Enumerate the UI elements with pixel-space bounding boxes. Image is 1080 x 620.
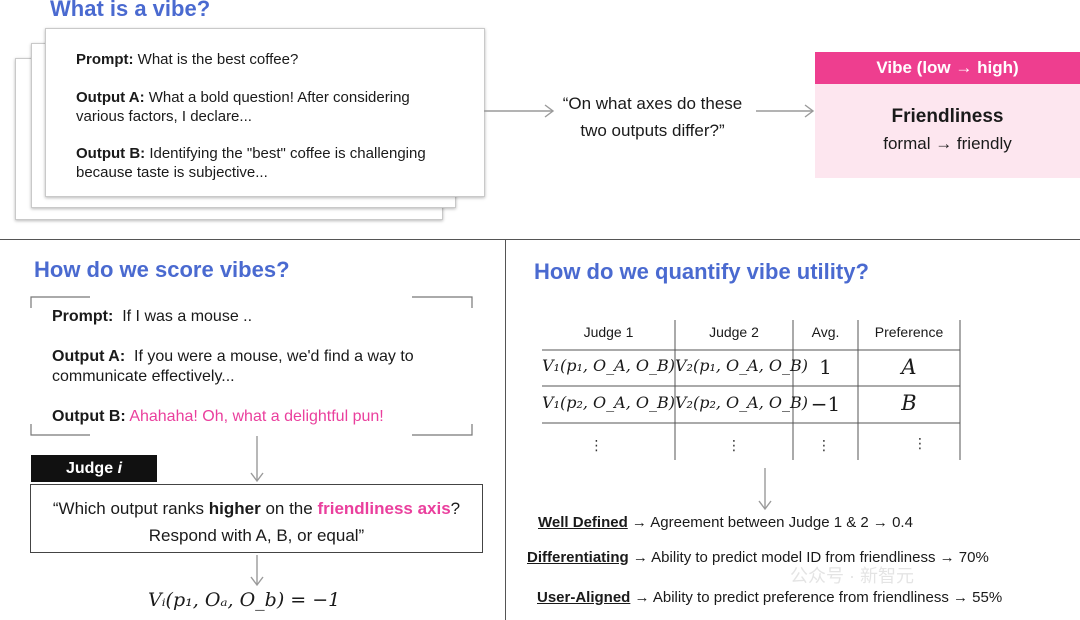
- criterion-well-defined-text: → Agreement between Judge 1 & 2 → 0.4: [627, 514, 913, 531]
- section-title-score-vibes: How do we score vibes?: [34, 257, 290, 282]
- axis-question: “On what axes do these two outputs diffe…: [540, 90, 765, 144]
- criterion-differentiating: Differentiating → Ability to predict mod…: [527, 549, 989, 566]
- criterion-differentiating-label: Differentiating: [527, 549, 629, 566]
- table-cell-r1-judge2: V₂(p₁, O_A, O_B): [675, 356, 808, 375]
- bracket-bottom-right: [412, 424, 473, 436]
- table-cell-r2-judge2: V₂(p₂, O_A, O_B): [675, 393, 808, 412]
- table-cell-r1-avg: 1: [819, 355, 832, 379]
- judge-question-line1: “Which output ranks higher on the friend…: [31, 499, 482, 519]
- vertical-divider: [505, 240, 506, 620]
- horizontal-divider: [0, 239, 1080, 240]
- section-title-what-is-vibe: What is a vibe?: [50, 0, 211, 21]
- mouse-output-a-label: Output A:: [52, 348, 126, 365]
- mouse-output-b: Output B: Ahahaha! Oh, what a delightful…: [52, 407, 384, 427]
- arrow-head-cards-to-question: [544, 104, 555, 118]
- table-cell-r1-preference: A: [901, 355, 917, 379]
- judge-q-pink: friendliness axis: [317, 499, 451, 518]
- coffee-output-b-label: Output B:: [76, 145, 146, 162]
- mouse-output-a-line1: If you were a mouse, we'd find a way to: [134, 348, 414, 365]
- arrow-head-judge-to-formula: [250, 576, 264, 587]
- mouse-output-b-label: Output B:: [52, 408, 126, 425]
- criterion-user-aligned: User-Aligned → Ability to predict prefer…: [537, 589, 1002, 606]
- table-cell-r2-judge1: V₁(p₂, O_A, O_B): [542, 393, 675, 412]
- arrow-head-output-to-judge: [250, 472, 264, 483]
- bracket-top-right: [412, 296, 473, 308]
- judge-q-prefix: “Which output ranks: [52, 499, 209, 518]
- arrow-head-question-to-vibe: [804, 104, 815, 118]
- coffee-prompt: Prompt: What is the best coffee?: [76, 50, 298, 69]
- mouse-output-a-line2: communicate effectively...: [52, 368, 235, 385]
- coffee-output-a-line2: various factors, I declare...: [76, 108, 252, 125]
- table-cell-r3-judge1: ⋮: [589, 437, 604, 453]
- table-cell-r2-avg: −1: [810, 392, 841, 416]
- mouse-prompt-label: Prompt:: [52, 308, 114, 325]
- axis-question-line2: two outputs differ?”: [580, 121, 725, 140]
- vibe-header: Vibe (low → high): [815, 52, 1080, 84]
- coffee-output-b-line2: because taste is subjective...: [76, 164, 268, 181]
- criterion-well-defined: Well Defined → Agreement between Judge 1…: [538, 514, 913, 531]
- arrow-head-table-to-criteria: [758, 500, 772, 511]
- coffee-output-b-line1: Identifying the "best" coffee is challen…: [149, 145, 426, 162]
- bracket-top-left: [30, 296, 90, 308]
- prompt-card-coffee: Prompt: What is the best coffee? Output …: [45, 28, 485, 197]
- coffee-prompt-label: Prompt:: [76, 51, 134, 68]
- table-cell-r2-preference: B: [901, 391, 917, 415]
- coffee-output-b: Output B: Identifying the "best" coffee …: [76, 144, 426, 182]
- criterion-user-aligned-label: User-Aligned: [537, 589, 631, 606]
- judge-tag-label: Judge: [65, 459, 114, 477]
- coffee-output-a-label: Output A:: [76, 89, 145, 106]
- vibe-name: Friendliness: [891, 106, 1004, 127]
- judge-tag: Judge i: [31, 455, 157, 482]
- bracket-bottom-left: [30, 424, 90, 436]
- coffee-output-a-line1: What a bold question! After considering: [148, 89, 410, 106]
- judge-q-bold: higher: [208, 499, 261, 518]
- mouse-output-b-text: Ahahaha! Oh, what a delightful pun!: [129, 408, 384, 425]
- criterion-differentiating-text: → Ability to predict model ID from frien…: [628, 549, 989, 566]
- vibe-range: formal → friendly: [883, 134, 1012, 153]
- coffee-prompt-text: What is the best coffee?: [137, 51, 299, 68]
- mouse-output-a: Output A: If you were a mouse, we'd find…: [52, 347, 414, 387]
- table-cell-r3-avg: ⋮: [817, 437, 831, 453]
- judge-q-suffix: ?: [450, 499, 461, 518]
- section-title-quantify-utility: How do we quantify vibe utility?: [534, 259, 869, 284]
- judge-q-mid: on the: [260, 499, 318, 518]
- table-cell-r3-preference: ⋮: [913, 435, 927, 451]
- coffee-output-a: Output A: What a bold question! After co…: [76, 88, 410, 126]
- mouse-prompt-text: If I was a mouse ..: [122, 308, 253, 325]
- table-header-judge2: Judge 2: [709, 324, 759, 340]
- vibe-box: Friendliness formal → friendly: [815, 84, 1080, 178]
- criterion-user-aligned-text: → Ability to predict preference from fri…: [630, 589, 1003, 606]
- table-header-preference: Preference: [874, 324, 944, 340]
- table-header-avg: Avg.: [811, 324, 840, 340]
- table-cell-r1-judge1: V₁(p₁, O_A, O_B): [542, 356, 675, 375]
- criterion-well-defined-label: Well Defined: [538, 514, 628, 531]
- table-grid: [542, 320, 961, 460]
- judge-tag-var: i: [117, 459, 123, 477]
- judge-question-line2: Respond with A, B, or equal”: [148, 526, 365, 545]
- judge-formula: Vᵢ(p₁, Oₐ, O_b) = −1: [148, 589, 341, 611]
- judge-question-box: “Which output ranks higher on the friend…: [30, 484, 483, 553]
- table-header-judge1: Judge 1: [583, 324, 634, 340]
- axis-question-line1: “On what axes do these: [562, 94, 743, 113]
- mouse-prompt: Prompt: If I was a mouse ..: [52, 307, 252, 327]
- watermark: 公众号 · 新智元: [790, 566, 914, 586]
- table-cell-r3-judge2: ⋮: [727, 437, 741, 453]
